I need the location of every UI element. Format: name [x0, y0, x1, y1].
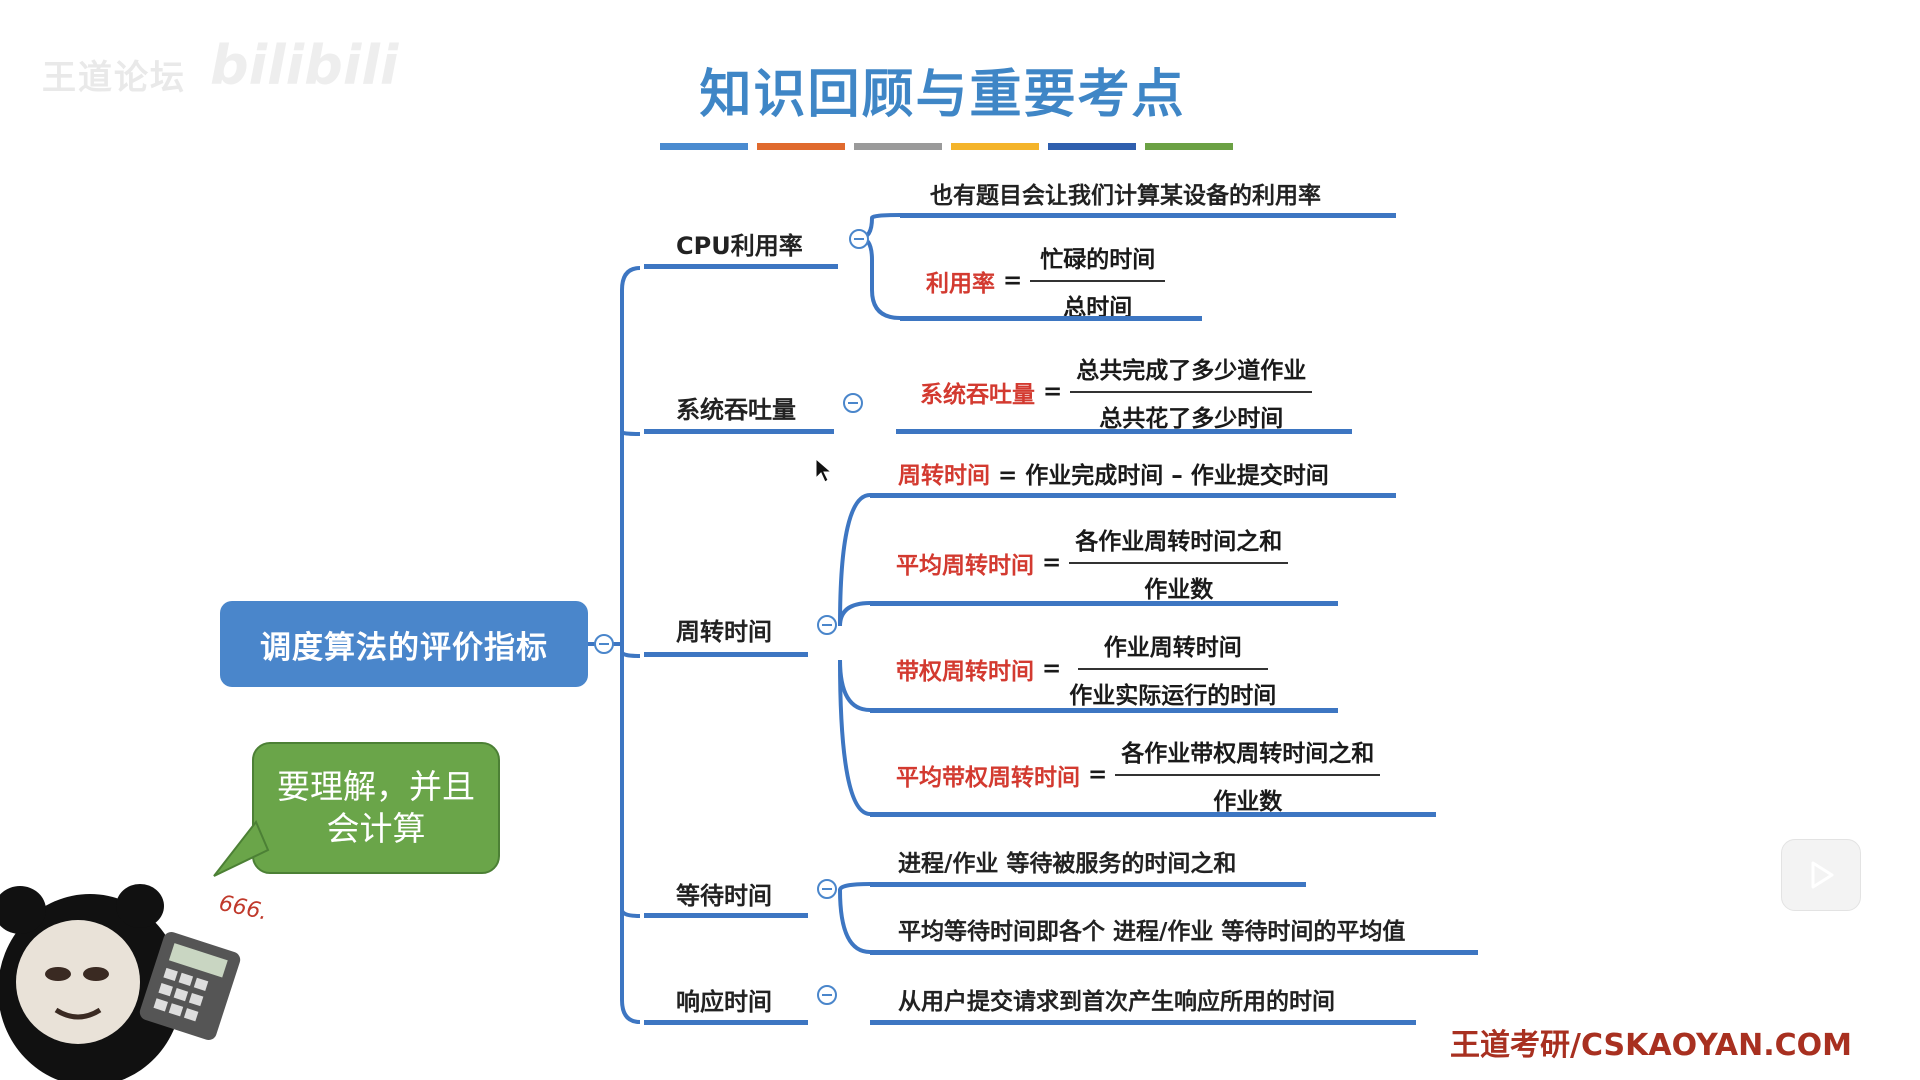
turnaround-f4-numerator: 各作业带权周转时间之和 — [1115, 734, 1381, 776]
panda-calculator-sticker: 666. — [0, 884, 270, 1080]
branch-turnaround-label[interactable]: 周转时间 — [676, 618, 772, 646]
turnaround-f3-underline — [870, 708, 1338, 713]
root-label: 调度算法的评价指标 — [260, 629, 548, 666]
color-bar-blue — [660, 143, 748, 150]
play-icon — [1811, 861, 1834, 889]
throughput-formula-underline — [896, 429, 1352, 434]
turnaround-f3-name: 带权周转时间 — [896, 659, 1034, 685]
page-title: 知识回顾与重要考点 — [699, 65, 1186, 125]
cpu-fraction: 忙碌的时间 总时间 — [1030, 240, 1166, 322]
waiting-collapse-icon[interactable] — [817, 879, 837, 899]
waiting-line-1: 进程/作业 等待被服务的时间之和 — [898, 851, 1237, 877]
root-node[interactable]: 调度算法的评价指标 — [220, 601, 588, 687]
turnaround-f1-name: 周转时间 — [898, 463, 990, 489]
throughput-formula-name: 系统吞吐量 — [920, 382, 1035, 408]
turnaround-f2: 平均周转时间 = 各作业周转时间之和 作业数 — [896, 522, 1289, 604]
turnaround-f1-rest: = 作业完成时间 – 作业提交时间 — [990, 463, 1329, 489]
color-bar-navy — [1048, 143, 1136, 150]
branch-response-label[interactable]: 响应时间 — [676, 988, 772, 1016]
root-collapse-icon[interactable] — [594, 634, 614, 654]
turnaround-collapse-icon[interactable] — [817, 615, 837, 635]
throughput-collapse-icon[interactable] — [843, 393, 863, 413]
speech-bubble: 要理解，并且会计算 — [252, 742, 500, 874]
speech-bubble-tail — [213, 820, 270, 877]
response-line-1: 从用户提交请求到首次产生响应所用的时间 — [898, 989, 1335, 1015]
cpu-note-underline — [900, 213, 1396, 218]
turnaround-f3-eq: = — [1042, 656, 1062, 682]
color-bar-green — [1145, 143, 1233, 150]
color-bar-orange — [757, 143, 845, 150]
throughput-formula: 系统吞吐量 = 总共完成了多少道作业 总共花了多少时间 — [920, 351, 1313, 433]
throughput-fraction: 总共完成了多少道作业 总共花了多少时间 — [1070, 351, 1313, 433]
turnaround-f4-underline — [870, 812, 1436, 817]
turnaround-f2-eq: = — [1042, 550, 1062, 576]
branch-waiting-underline — [644, 913, 808, 918]
speech-bubble-text: 要理解，并且会计算 — [277, 767, 475, 848]
play-button[interactable] — [1781, 839, 1861, 911]
cpu-formula-name: 利用率 — [926, 271, 995, 297]
response-collapse-icon[interactable] — [817, 985, 837, 1005]
turnaround-f4-fraction: 各作业带权周转时间之和 作业数 — [1115, 734, 1381, 816]
throughput-denominator: 总共花了多少时间 — [1099, 406, 1284, 432]
turnaround-f2-name: 平均周转时间 — [896, 553, 1034, 579]
branch-throughput-underline — [644, 429, 834, 434]
sticker-666-text: 666. — [217, 891, 270, 926]
response-line-1-underline — [870, 1020, 1416, 1025]
waiting-line-2: 平均等待时间即各个 进程/作业 等待时间的平均值 — [898, 919, 1406, 945]
color-bar-yellow — [951, 143, 1039, 150]
turnaround-f3-numerator: 作业周转时间 — [1077, 628, 1268, 670]
throughput-formula-eq: = — [1043, 379, 1063, 405]
branch-throughput-label[interactable]: 系统吞吐量 — [676, 396, 796, 424]
cpu-formula: 利用率 = 忙碌的时间 总时间 — [926, 240, 1166, 322]
turnaround-f1-underline — [870, 493, 1396, 498]
cpu-formula-underline — [900, 316, 1202, 321]
turnaround-f2-denominator: 作业数 — [1144, 577, 1214, 603]
branch-cpu-underline — [644, 264, 838, 269]
turnaround-f2-numerator: 各作业周转时间之和 — [1069, 522, 1289, 564]
turnaround-f4-name: 平均带权周转时间 — [896, 765, 1080, 791]
mouse-cursor-icon — [815, 458, 833, 483]
color-bar-gray — [854, 143, 942, 150]
cpu-note: 也有题目会让我们计算某设备的利用率 — [930, 183, 1321, 209]
branch-turnaround-underline — [644, 652, 808, 657]
bilibili-logo: bilibili — [210, 34, 399, 97]
turnaround-f2-fraction: 各作业周转时间之和 作业数 — [1069, 522, 1289, 604]
turnaround-f1: 周转时间 = 作业完成时间 – 作业提交时间 — [898, 456, 1329, 490]
waiting-line-2-underline — [870, 950, 1478, 955]
throughput-numerator: 总共完成了多少道作业 — [1070, 351, 1313, 393]
cpu-formula-eq: = — [1003, 268, 1023, 294]
turnaround-f3-denominator: 作业实际运行的时间 — [1069, 683, 1277, 709]
turnaround-f3-fraction: 作业周转时间 作业实际运行的时间 — [1069, 628, 1276, 710]
turnaround-f4: 平均带权周转时间 = 各作业带权周转时间之和 作业数 — [896, 734, 1381, 816]
watermark-text: 王道论坛 — [42, 58, 186, 98]
branch-response-underline — [644, 1020, 808, 1025]
turnaround-f4-denominator: 作业数 — [1213, 789, 1283, 815]
turnaround-f3: 带权周转时间 = 作业周转时间 作业实际运行的时间 — [896, 628, 1276, 710]
brand-footer: 王道考研/CSKAOYAN.COM — [1450, 1028, 1852, 1063]
cpu-numerator: 忙碌的时间 — [1030, 240, 1166, 282]
cpu-collapse-icon[interactable] — [849, 229, 869, 249]
branch-waiting-label[interactable]: 等待时间 — [676, 882, 772, 910]
turnaround-f2-underline — [870, 601, 1338, 606]
turnaround-f4-eq: = — [1088, 762, 1108, 788]
waiting-line-1-underline — [870, 882, 1306, 887]
branch-cpu-label[interactable]: CPU利用率 — [676, 232, 803, 260]
